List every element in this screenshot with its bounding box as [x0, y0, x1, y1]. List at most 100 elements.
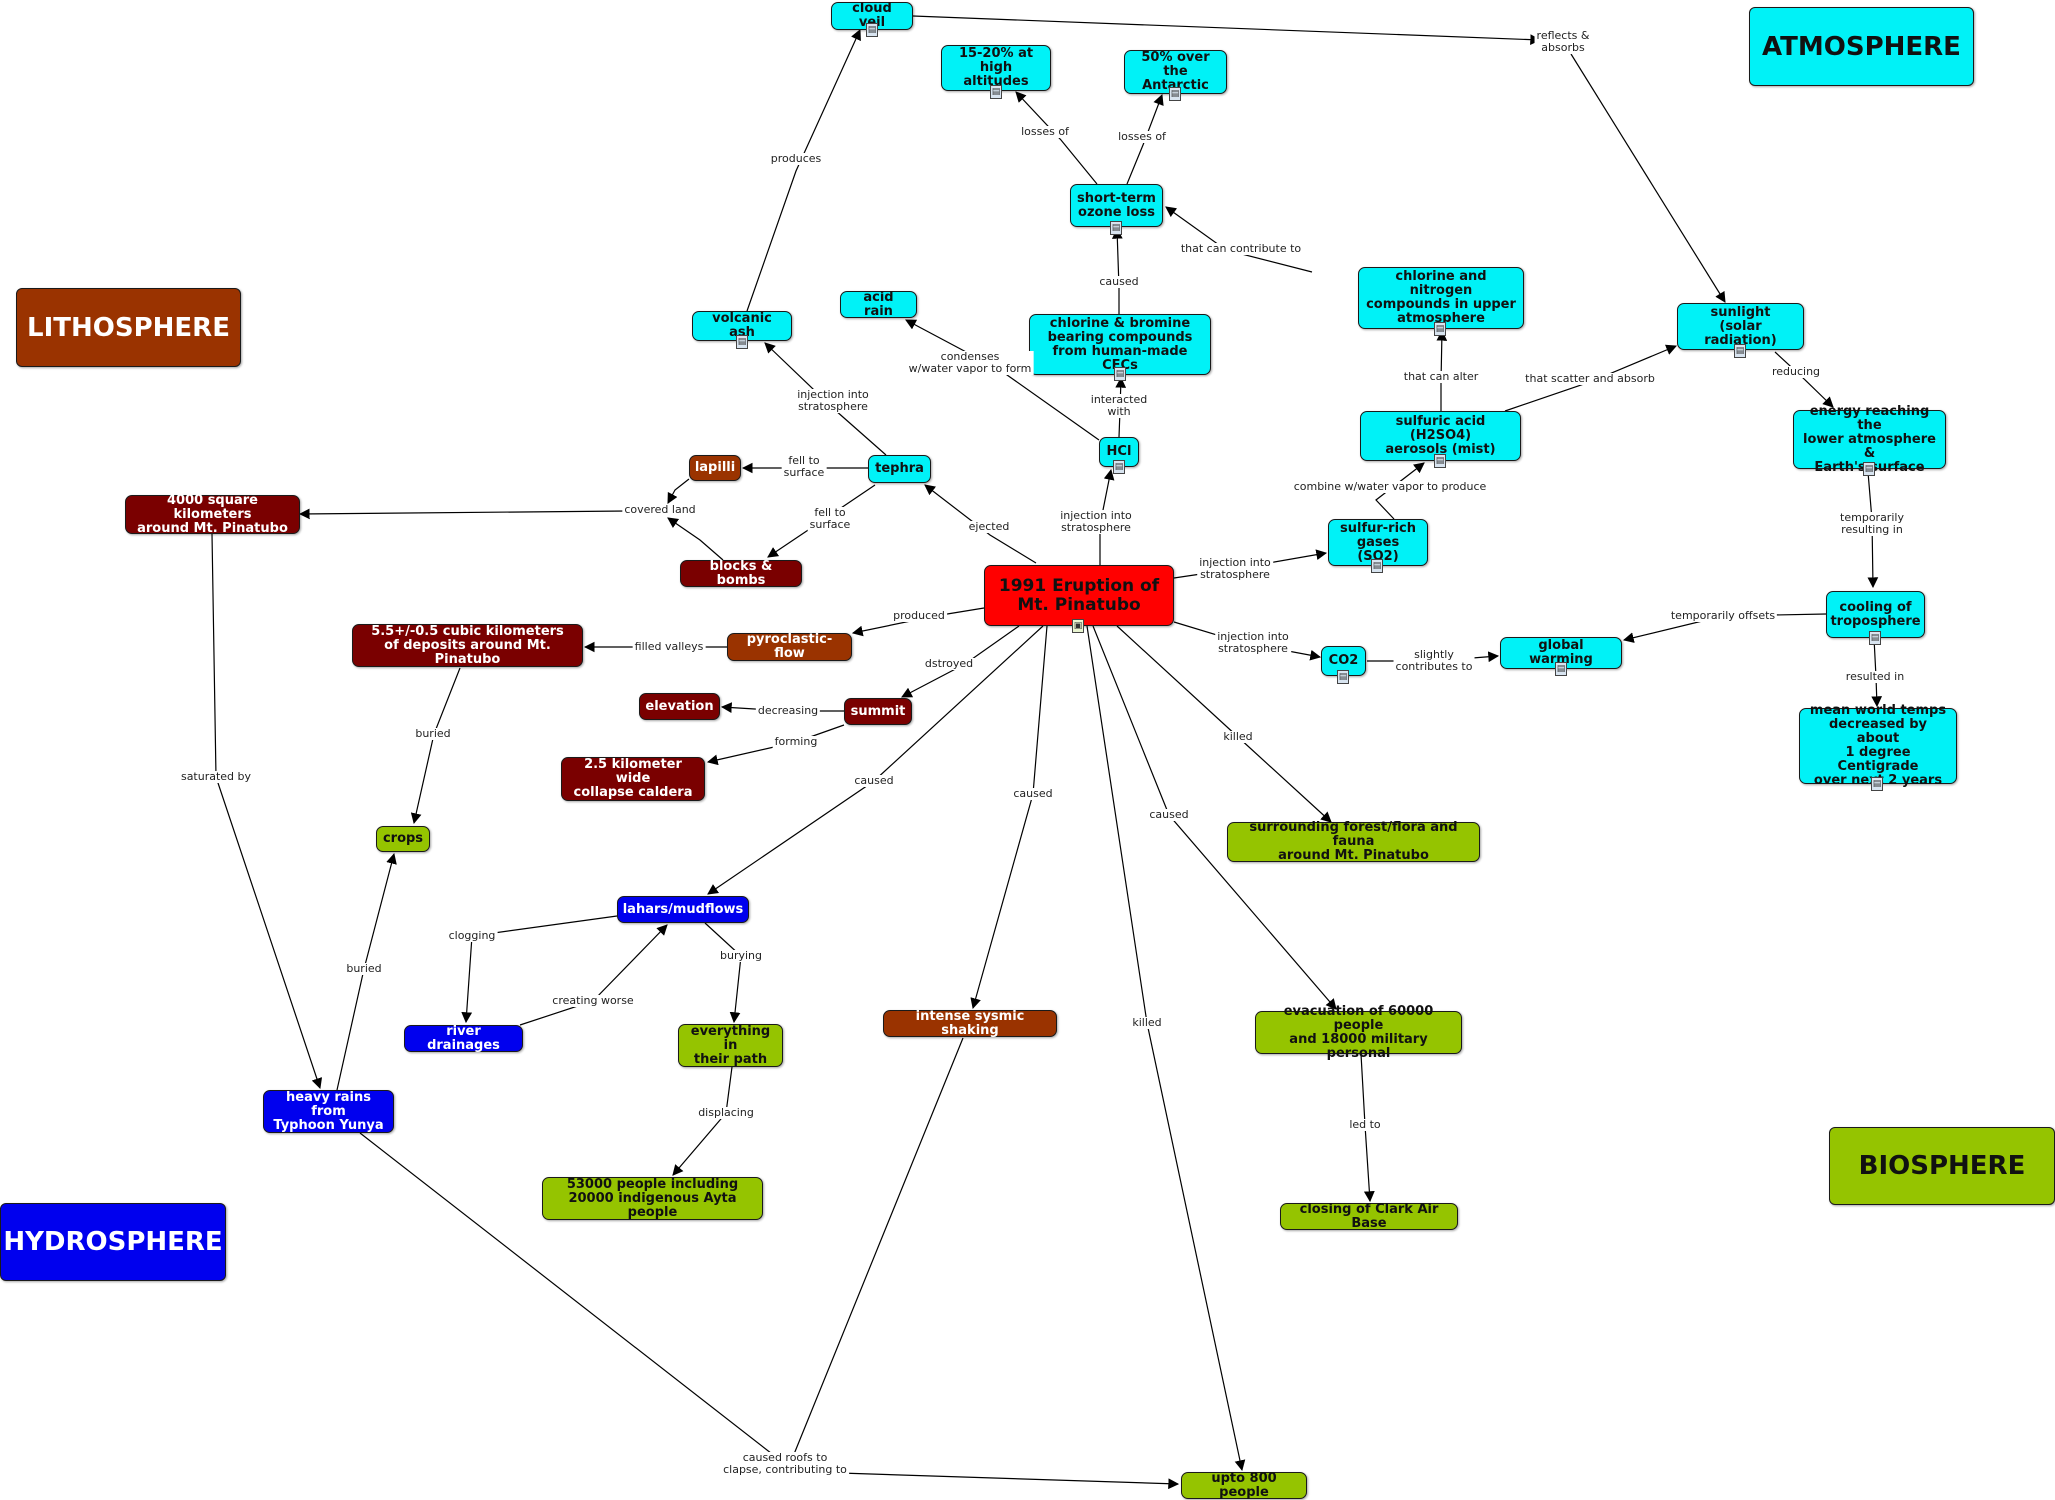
- link-label-dstroyed: dstroyed: [922, 657, 976, 670]
- link-label-resulted: resulted in: [1843, 670, 1907, 683]
- heavy-rains-node[interactable]: heavy rains from Typhoon Yunya: [263, 1090, 394, 1133]
- connector-line: [1375, 462, 1425, 520]
- antarctic-node[interactable]: 50% over the Antarctic: [1124, 50, 1227, 94]
- crops-node[interactable]: crops: [376, 826, 430, 852]
- connector-line: [667, 478, 690, 504]
- cloud-veil-resource-icon[interactable]: ▤: [866, 23, 878, 37]
- connector-line: [1165, 206, 1313, 273]
- chlorine-nitrogen-node[interactable]: chlorine and nitrogen compounds in upper…: [1358, 267, 1524, 329]
- area-4000-node[interactable]: 4000 square kilometers around Mt. Pinatu…: [125, 493, 300, 535]
- link-label-condenses: condenses w/water vapor to form: [906, 350, 1034, 375]
- link-label-led-to: led to: [1347, 1118, 1383, 1131]
- link-label-produced: produced: [891, 609, 947, 622]
- upto-800-node[interactable]: upto 800 people: [1181, 1471, 1307, 1499]
- eruption-image-icon[interactable]: ▣: [1072, 619, 1084, 633]
- link-label-clogging: clogging: [446, 929, 498, 942]
- lahars-node[interactable]: lahars/mudflows: [617, 896, 749, 923]
- volcanic-ash-resource-icon[interactable]: ▤: [736, 335, 748, 349]
- chlorine-nitrogen-resource-icon[interactable]: ▤: [1434, 322, 1446, 336]
- link-label-inj-co2: injection into stratosphere: [1215, 630, 1291, 655]
- connector-line: [707, 625, 1044, 895]
- forest-node[interactable]: surrounding forest/flora and fauna aroun…: [1227, 821, 1480, 863]
- link-label-ejected: ejected: [966, 520, 1012, 533]
- sunlight-node[interactable]: sunlight (solar radiation): [1677, 303, 1804, 350]
- clark-air-base-node[interactable]: closing of Clark Air Base: [1280, 1202, 1458, 1230]
- pyroclastic-flow-node[interactable]: pyroclastic-flow: [727, 633, 852, 661]
- antarctic-resource-icon[interactable]: ▤: [1169, 87, 1181, 101]
- link-label-fell-lapilli: fell to surface: [781, 454, 827, 479]
- global-warming-resource-icon[interactable]: ▤: [1555, 662, 1567, 676]
- link-label-reducing: reducing: [1769, 365, 1823, 378]
- link-label-losses-a: losses of: [1019, 125, 1071, 138]
- high-altitudes-node[interactable]: 15-20% at high altitudes: [941, 45, 1051, 91]
- evacuation-node[interactable]: evacuation of 60000 people and 18000 mil…: [1255, 1004, 1462, 1060]
- connector-line: [667, 517, 724, 561]
- lapilli-node[interactable]: lapilli: [689, 455, 741, 481]
- link-label-reflects: reflects & absorbs: [1534, 29, 1592, 54]
- link-label-forming: forming: [772, 735, 820, 748]
- mean-temps-resource-icon[interactable]: ▤: [1871, 777, 1883, 791]
- connector-line: [519, 924, 668, 1026]
- connector-line: [704, 922, 742, 1024]
- link-label-temp-resulting: temporarily resulting in: [1838, 511, 1906, 536]
- lithosphere-header: LITHOSPHERE: [16, 288, 241, 367]
- connector-line: [746, 29, 861, 312]
- sunlight-resource-icon[interactable]: ▤: [1734, 344, 1746, 358]
- link-label-can-alter: that can alter: [1401, 370, 1481, 383]
- everything-path-node[interactable]: everything in their path: [678, 1024, 783, 1067]
- link-label-produces: produces: [768, 152, 824, 165]
- chlorine-bromine-resource-icon[interactable]: ▤: [1114, 367, 1126, 381]
- connector-line: [1126, 93, 1164, 185]
- people-53000-node[interactable]: 53000 people including 20000 indigenous …: [542, 1177, 763, 1220]
- sulfur-gases-resource-icon[interactable]: ▤: [1371, 559, 1383, 573]
- link-label-killed-800: killed: [1130, 1016, 1164, 1029]
- acid-rain-node[interactable]: acid rain: [840, 290, 917, 318]
- sulfur-gases-node[interactable]: sulfur-rich gases (SO2): [1328, 519, 1428, 566]
- link-label-caused-evac: caused: [1147, 808, 1191, 821]
- connector-line: [970, 625, 1048, 1010]
- cooling-resource-icon[interactable]: ▤: [1869, 631, 1881, 645]
- link-label-killed-forest: killed: [1221, 730, 1255, 743]
- cloud-veil-node[interactable]: cloud veil: [831, 2, 913, 30]
- link-label-offsets: temporarily offsets: [1668, 609, 1778, 622]
- hydrosphere-header: HYDROSPHERE: [0, 1203, 226, 1281]
- deposits-node[interactable]: 5.5+/-0.5 cubic kilometers of deposits a…: [352, 624, 583, 667]
- link-label-caused-shaking: caused: [1011, 787, 1055, 800]
- connector-line: [1086, 625, 1246, 1472]
- link-label-burying: burying: [718, 949, 764, 962]
- connector-line: [924, 484, 1037, 564]
- eruption-node[interactable]: 1991 Eruption of Mt. Pinatubo: [984, 565, 1174, 626]
- energy-resource-icon[interactable]: ▤: [1863, 462, 1875, 476]
- sulfuric-acid-resource-icon[interactable]: ▤: [1434, 454, 1446, 468]
- link-label-injection-ash: injection into stratosphere: [795, 388, 871, 413]
- connector-line: [1092, 625, 1337, 1010]
- ozone-loss-resource-icon[interactable]: ▤: [1110, 221, 1122, 235]
- link-label-scatter: that scatter and absorb: [1523, 372, 1657, 385]
- connector-line: [839, 1472, 1180, 1490]
- cooling-node[interactable]: cooling of troposphere: [1826, 591, 1925, 638]
- tephra-node[interactable]: tephra: [868, 455, 931, 483]
- link-label-buried-rains: buried: [344, 962, 384, 975]
- co2-resource-icon[interactable]: ▤: [1337, 670, 1349, 684]
- ozone-loss-node[interactable]: short-term ozone loss: [1070, 184, 1163, 227]
- river-drainages-node[interactable]: river drainages: [404, 1024, 523, 1052]
- caldera-node[interactable]: 2.5 kilometer wide collapse caldera: [561, 757, 705, 801]
- link-label-caused-lahars: caused: [852, 774, 896, 787]
- connector-line: [912, 15, 1542, 46]
- hcl-resource-icon[interactable]: ▤: [1113, 460, 1125, 474]
- summit-node[interactable]: summit: [844, 698, 912, 725]
- energy-node[interactable]: energy reaching the lower atmosphere & E…: [1793, 404, 1946, 474]
- high-altitudes-resource-icon[interactable]: ▤: [990, 85, 1002, 99]
- elevation-node[interactable]: elevation: [639, 693, 720, 720]
- connector-line: [359, 1132, 786, 1465]
- link-label-roofs: caused roofs to clapse, contributing to: [721, 1451, 849, 1476]
- link-label-losses-b: losses of: [1116, 130, 1168, 143]
- blocks-bombs-node[interactable]: blocks & bombs: [680, 559, 802, 587]
- sulfuric-acid-node[interactable]: sulfuric acid (H2SO4) aerosols (mist): [1360, 411, 1521, 461]
- chlorine-bromine-node[interactable]: chlorine & bromine bearing compounds fro…: [1029, 314, 1211, 375]
- link-label-contribute: that can contribute to: [1178, 242, 1304, 255]
- seismic-shaking-node[interactable]: intense sysmic shaking: [883, 1009, 1057, 1037]
- connector-line: [1015, 91, 1098, 185]
- mean-temps-node[interactable]: mean world temps decreased by about 1 de…: [1799, 704, 1957, 788]
